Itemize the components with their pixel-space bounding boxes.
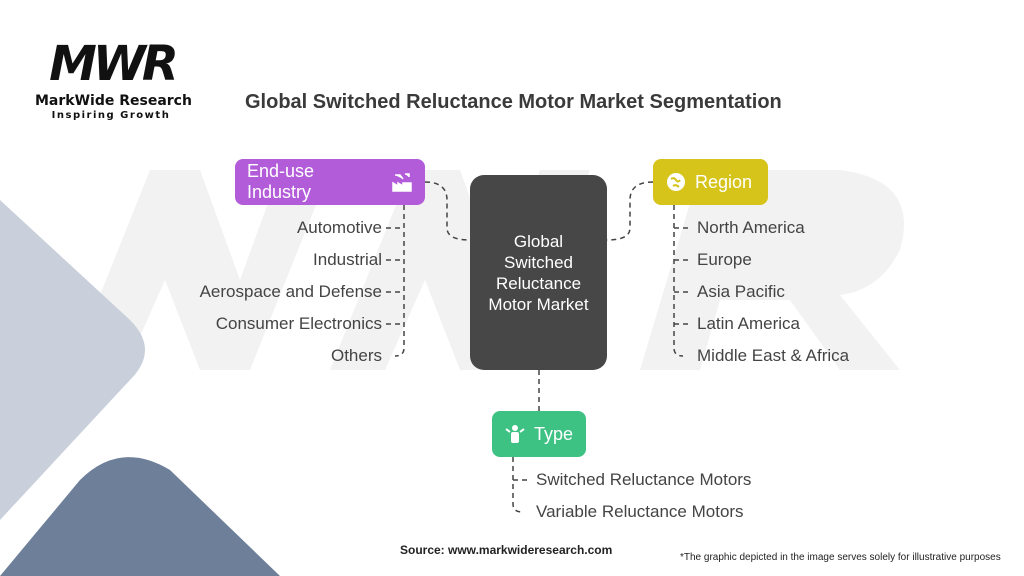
center-node: Global Switched Reluctance Motor Market bbox=[470, 175, 607, 370]
logo: MWR bbox=[49, 38, 179, 90]
end-use-category: End-use Industry bbox=[235, 159, 425, 205]
list-item: Consumer Electronics bbox=[215, 314, 382, 333]
disclaimer-text: *The graphic depicted in the image serve… bbox=[680, 552, 1001, 563]
list-item: Europe bbox=[697, 250, 752, 269]
region-category: Region bbox=[653, 159, 768, 205]
list-item: Aerospace and Defense bbox=[199, 282, 382, 301]
list-item: Industrial bbox=[313, 250, 382, 269]
brand-name: MarkWide Research bbox=[35, 93, 192, 109]
list-item: Middle East & Africa bbox=[697, 346, 850, 365]
source-text: Source: www.markwideresearch.com bbox=[400, 543, 613, 557]
list-item: Automotive bbox=[296, 218, 382, 237]
list-item: Variable Reluctance Motors bbox=[536, 502, 744, 521]
type-category: Type bbox=[492, 411, 586, 457]
list-item: Latin America bbox=[697, 314, 800, 333]
region-label: Region bbox=[695, 171, 753, 192]
list-item: Switched Reluctance Motors bbox=[536, 470, 752, 489]
end-use-label: End-use Industry bbox=[247, 161, 315, 202]
center-label: Global Switched Reluctance Motor Market bbox=[488, 231, 589, 314]
page-title: Global Switched Reluctance Motor Market … bbox=[245, 91, 782, 113]
globe-icon bbox=[667, 173, 685, 191]
factory-robot-icon bbox=[392, 173, 412, 192]
list-item: North America bbox=[697, 218, 805, 237]
brand-tagline: Inspiring Growth bbox=[51, 110, 171, 121]
type-label: Type bbox=[534, 423, 574, 444]
list-item: Asia Pacific bbox=[697, 282, 785, 301]
list-item: Others bbox=[330, 346, 382, 365]
motor-icon bbox=[505, 425, 525, 443]
